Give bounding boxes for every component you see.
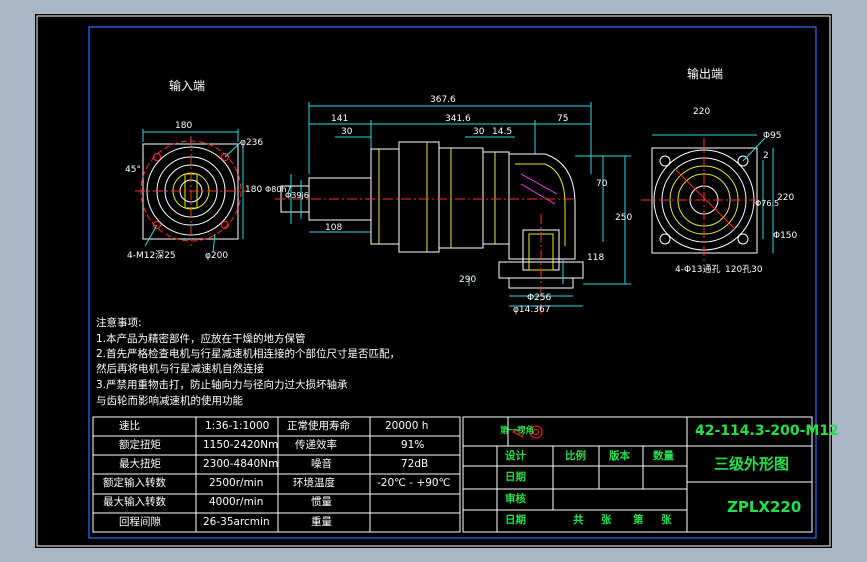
dim-250: 250 [615, 213, 633, 223]
dim-30b: 30 [473, 127, 485, 137]
note-line-2: 2.首先严格检查电机与行星减速机相连接的个部位尺寸是否匹配， [96, 348, 401, 360]
spec-label: 正常使用寿命 [287, 420, 350, 432]
date-label-2: 日期 [505, 514, 526, 526]
spec-label: 环境温度 [293, 477, 335, 489]
dim-phi14: φ14.367 [513, 305, 551, 315]
dim-290: 290 [459, 275, 477, 285]
dim-141: 141 [331, 114, 349, 124]
dim-220v: 220 [777, 193, 795, 203]
spec-label: 最大输入转数 [103, 496, 166, 508]
spec-value: 72dB [401, 458, 429, 470]
spec-label: 回程间隙 [119, 516, 161, 528]
output-end-label: 输出端 [687, 67, 724, 81]
note-line-1: 1.本产品为精密部件，应放在干燥的地方保管 [96, 333, 306, 345]
dim-180v: 180 [245, 185, 263, 195]
dim-108: 108 [325, 223, 343, 233]
dim-phi236: φ236 [240, 138, 264, 148]
note-line-3: 然后再将电机与行星减速机自然连接 [96, 363, 264, 375]
dim-118: 118 [587, 253, 605, 263]
date-label-1: 日期 [505, 471, 526, 483]
spec-value: 1:36-1:1000 [205, 420, 270, 432]
dim-4-phi13: 4-Φ13通孔 [675, 265, 721, 275]
outer-frame [36, 15, 831, 547]
dim-phi95: Φ95 [763, 131, 782, 141]
note-line-5: 与齿轮而影响减速机的使用功能 [96, 395, 243, 407]
drawing-number: 42-114.3-200-M12 [695, 423, 839, 439]
drawing-name: 三级外形图 [714, 455, 790, 473]
spec-label: 最大扭矩 [119, 458, 161, 470]
title-block [462, 416, 813, 533]
dim-total: 367.6 [430, 95, 456, 105]
spec-value: 2500r/min [209, 477, 264, 489]
sheets-total-label: 共 [573, 514, 584, 526]
spec-value: 1150-2420Nm [203, 439, 279, 451]
dim-220: 220 [693, 107, 711, 117]
review-label: 审核 [505, 493, 526, 505]
dim-120: 120孔30 [725, 265, 763, 275]
spec-value: 20000 h [385, 420, 429, 432]
spec-value: -20℃ - +90℃ [377, 477, 451, 489]
dim-phi80: Φ80h7 [265, 185, 292, 194]
dim-30: 30 [341, 127, 353, 137]
version-label: 版本 [609, 450, 630, 462]
sheets-label: 张 [601, 514, 612, 526]
dim-2: 2 [763, 151, 769, 161]
sheet-unit-label: 张 [661, 514, 672, 526]
dim-341: 341.6 [445, 114, 471, 124]
spec-label: 额定输入转数 [103, 477, 166, 489]
dim-phi200: φ200 [205, 251, 229, 261]
notes-title: 注意事项: [96, 317, 142, 329]
dim-phi39: Φ39j6 [285, 191, 309, 200]
dim-180: 180 [175, 121, 193, 131]
dim-phi76: Φ76.5 [755, 199, 780, 208]
quantity-label: 数量 [653, 450, 674, 462]
sheet-no-label: 第 [633, 514, 644, 526]
scale-label: 比例 [565, 450, 586, 462]
design-label: 设计 [505, 450, 526, 462]
spec-value: 91% [401, 439, 425, 451]
dim-70: 70 [596, 179, 608, 189]
spec-label: 噪音 [311, 458, 332, 470]
output-end-view [641, 134, 774, 264]
spec-label: 传递效率 [295, 439, 337, 451]
engineering-drawing [36, 15, 831, 547]
model-number: ZPLX220 [727, 498, 802, 516]
dim-phi150: Φ150 [773, 231, 798, 241]
spec-value: 26-35arcmin [203, 516, 270, 528]
spec-value: 4000r/min [209, 496, 264, 508]
note-line-4: 3.严禁用重物击打，防止轴向力与径向力过大损坏轴承 [96, 379, 348, 391]
drawing-sheet: 输入端 输出端 367.6 141 341.6 75 30 30 14.5 18… [35, 14, 839, 548]
spec-table [92, 416, 461, 533]
dim-75: 75 [557, 114, 569, 124]
spec-label: 惯量 [311, 496, 332, 508]
spec-value: 2300-4840Nm [203, 458, 279, 470]
spec-label: 速比 [119, 420, 140, 432]
side-view [275, 102, 631, 314]
input-end-view [135, 129, 247, 253]
inner-frame [88, 26, 817, 539]
input-end-label: 输入端 [169, 79, 206, 93]
dim-14-5: 14.5 [492, 127, 513, 137]
dim-phi256: Φ256 [527, 293, 552, 303]
dim-45deg: 45° [125, 165, 141, 175]
projection-label: 第一视角 [500, 426, 535, 436]
dim-4-m12: 4-M12深25 [127, 251, 176, 261]
spec-label: 额定扭矩 [119, 439, 161, 451]
spec-label: 重量 [311, 516, 332, 528]
